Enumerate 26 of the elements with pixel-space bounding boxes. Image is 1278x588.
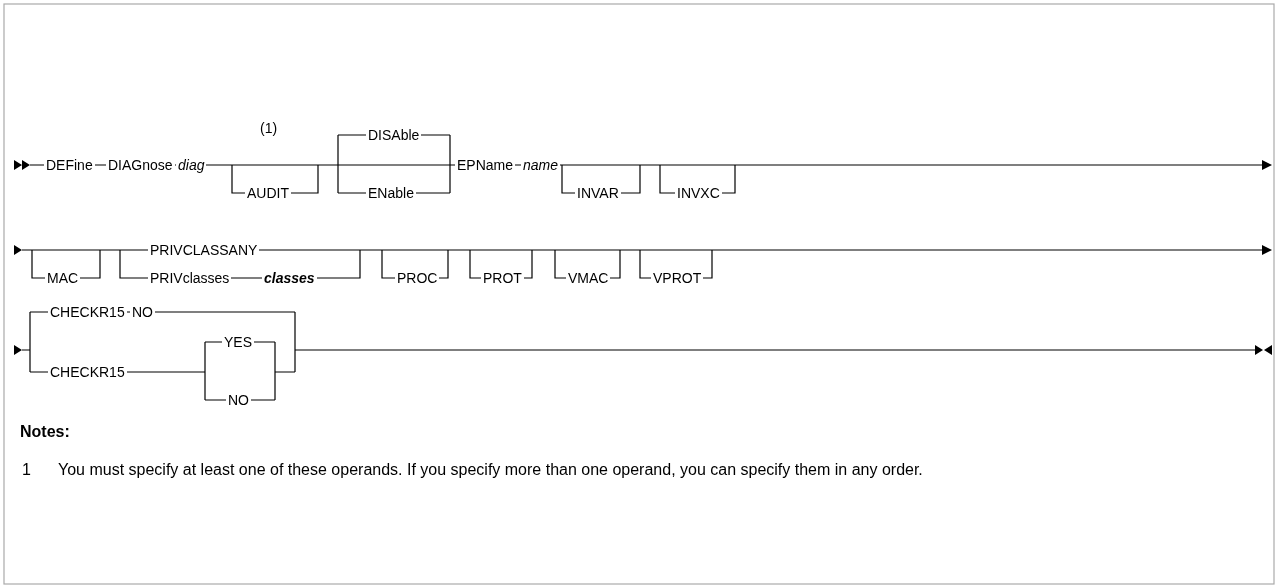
keyword: NO xyxy=(130,304,155,320)
keyword: VPROT xyxy=(651,270,704,286)
footnote-reference: (1) xyxy=(258,120,280,136)
keyword: MAC xyxy=(45,270,81,286)
notes-heading: Notes: xyxy=(20,422,70,442)
keyword: DIAGnose xyxy=(106,157,175,173)
keyword: CHECKR15 xyxy=(48,304,127,320)
variable-name: diag xyxy=(176,157,207,173)
keyword: AUDIT xyxy=(245,185,291,201)
keyword: NO xyxy=(226,392,251,408)
keyword: PROC xyxy=(395,270,440,286)
keyword: YES xyxy=(222,334,254,350)
keyword: EPName xyxy=(455,157,516,173)
keyword: DEFine xyxy=(44,157,95,173)
keyword: PRIVclasses xyxy=(148,270,232,286)
keyword: PROT xyxy=(481,270,524,286)
keyword: PRIVCLASSANY xyxy=(148,242,260,258)
keyword: VMAC xyxy=(566,270,611,286)
note-text: You must specify at least one of these operands. If you specify more than one operand, you can specify them in any order. xyxy=(58,460,924,480)
variable-name: classes xyxy=(262,270,317,286)
keyword: ENable xyxy=(366,185,416,201)
keyword: INVXC xyxy=(675,185,722,201)
note-number: 1 xyxy=(22,460,31,480)
keyword: INVAR xyxy=(575,185,621,201)
keyword: DISAble xyxy=(366,127,422,143)
keyword: CHECKR15 xyxy=(48,364,127,380)
